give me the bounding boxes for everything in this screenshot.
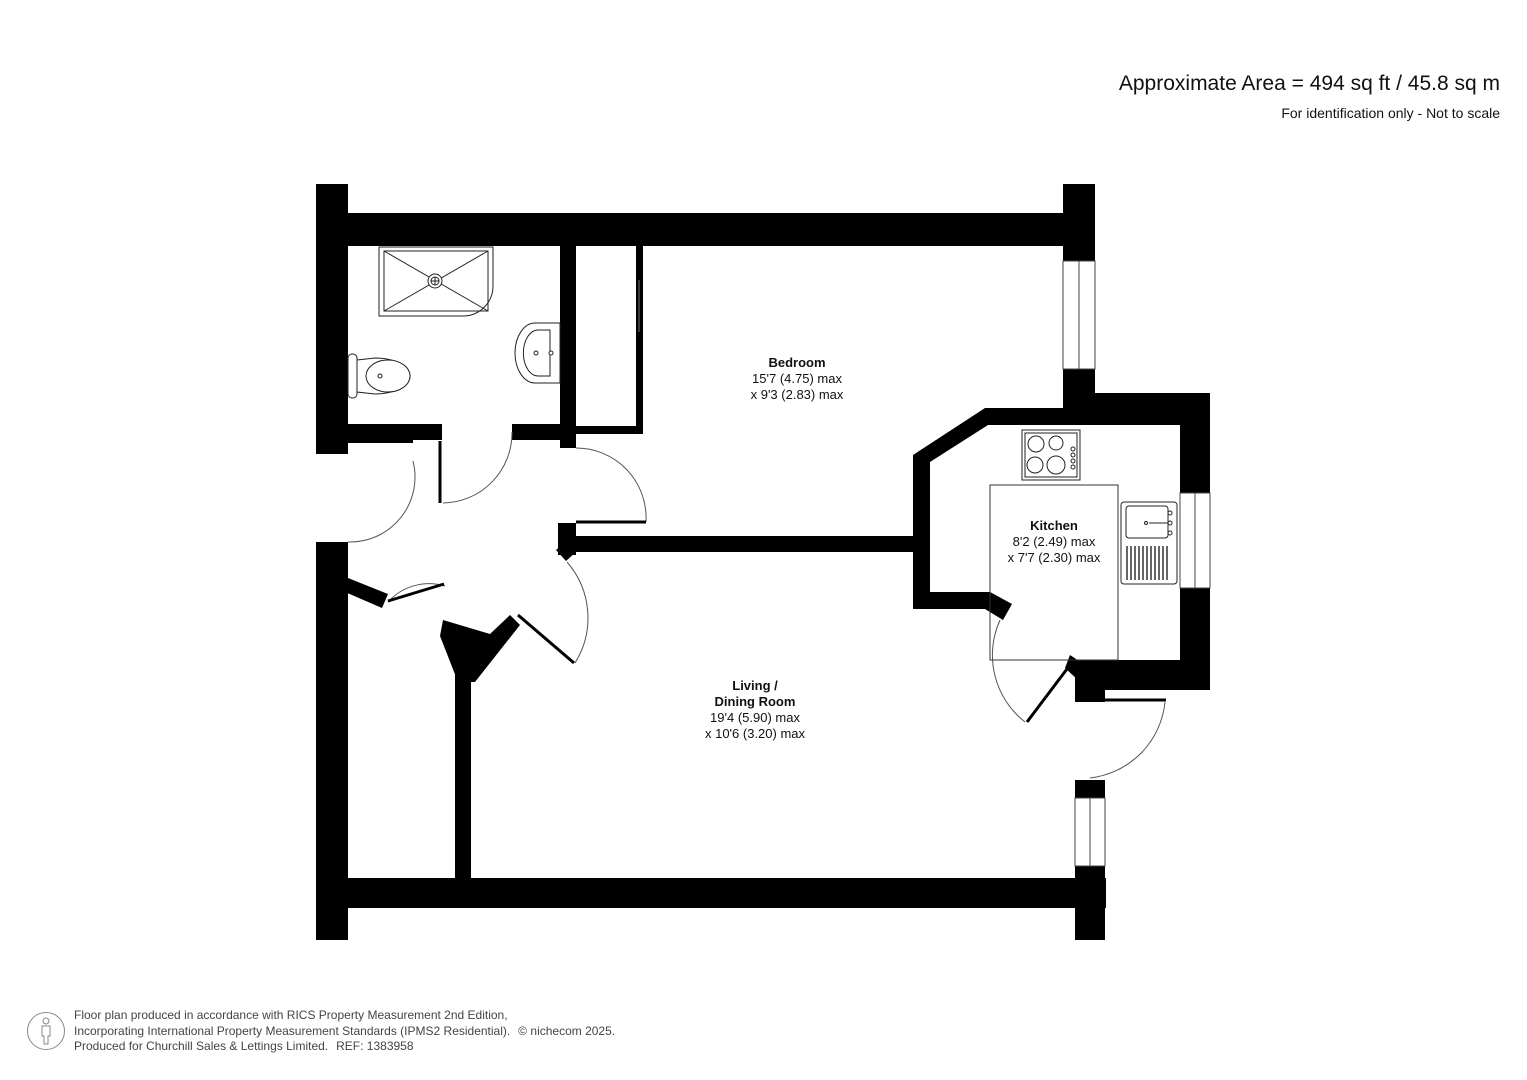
footer: Floor plan produced in accordance with R… [26,1008,615,1055]
walls [316,184,1210,940]
toilet-icon [347,353,411,399]
room-dimension: 8'2 (2.49) max [1012,534,1096,549]
door-leaves [387,441,1166,723]
footer-line-2: Incorporating International Property Mea… [74,1023,511,1038]
doors [347,431,1166,779]
room-dimension: x 10'6 (3.20) max [704,726,806,741]
room-name: Kitchen [1030,518,1078,533]
room-label-living-dining: Living / Dining Room 19'4 (5.90) max x 1… [705,678,805,742]
room-name: Living / [732,678,778,693]
approximate-area: Approximate Area = 494 sq ft / 45.8 sq m [1118,72,1500,95]
room-label-kitchen: Kitchen 8'2 (2.49) max x 7'7 (2.30) max [1008,518,1101,566]
disclaimer: For identification only - Not to scale [1281,105,1500,121]
person-icon [27,1012,65,1051]
room-dimension: 15'7 (4.75) max [752,371,842,386]
room-dimension: x 9'3 (2.83) max [750,387,844,402]
hob-icon [1021,429,1081,481]
footer-line-1: Floor plan produced in accordance with R… [74,1008,508,1022]
reference-number: REF: 1383958 [336,1039,414,1053]
room-dimension: x 7'7 (2.30) max [1007,550,1101,565]
shower-tray-icon [378,246,494,317]
room-name: Dining Room [714,694,796,709]
wash-basin-icon [514,322,561,384]
sink-drainer-icon [1120,501,1178,585]
room-name: Bedroom [768,355,826,370]
windows [1062,260,1211,867]
footer-line-3: Produced for Churchill Sales & Lettings … [74,1039,329,1053]
room-dimension: 19'4 (5.90) max [710,710,800,725]
copyright: © nichecom 2025. [518,1023,616,1038]
worktop [989,484,1119,661]
room-label-bedroom: Bedroom 15'7 (4.75) max x 9'3 (2.83) max [751,355,844,403]
